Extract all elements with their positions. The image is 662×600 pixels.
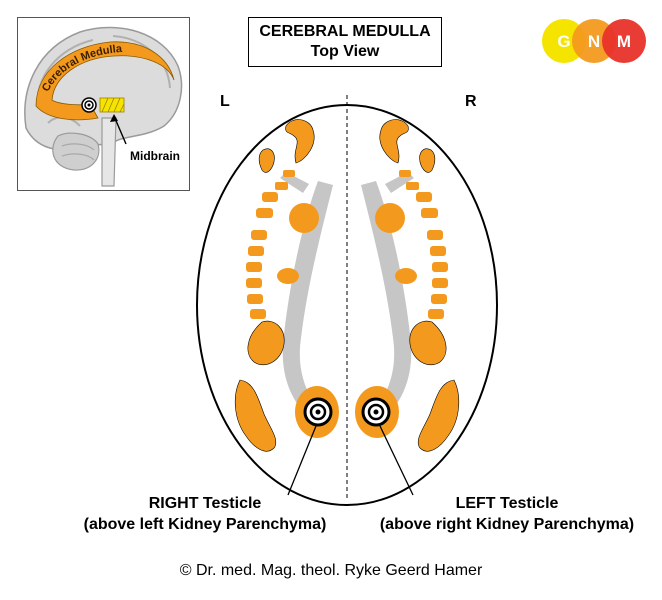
caption-right-testicle: RIGHT Testicle (above left Kidney Parenc… xyxy=(55,493,355,535)
logo-letter-n: N xyxy=(588,32,600,51)
right-testicle-target-icon xyxy=(303,397,333,427)
caption-right-testicle-line-1: RIGHT Testicle xyxy=(148,495,262,512)
caption-right-testicle-line-2: (above left Kidney Parenchyma) xyxy=(83,516,327,533)
sagittal-brain-illustration: Cerebral Medulla Midbrain xyxy=(24,26,183,187)
left-side-label: L xyxy=(220,93,230,110)
caption-left-testicle: LEFT Testicle (above right Kidney Parenc… xyxy=(352,493,662,535)
logo-letter-g: G xyxy=(557,32,570,51)
title-box: CEREBRAL MEDULLA Top View xyxy=(248,17,442,67)
right-side-label: R xyxy=(465,93,477,110)
logo-letter-m: M xyxy=(617,32,631,51)
title-line-1: CEREBRAL MEDULLA xyxy=(259,23,431,40)
caption-left-testicle-line-2: (above right Kidney Parenchyma) xyxy=(379,516,635,533)
caption-left-testicle-line-1: LEFT Testicle xyxy=(455,495,559,512)
midbrain-label: Midbrain xyxy=(130,149,180,163)
brain-inset-panel: Cerebral Medulla Midbrain xyxy=(17,17,190,191)
logo-circle-m xyxy=(602,19,646,63)
left-testicle-target-icon xyxy=(361,397,391,427)
gnm-logo: G N M xyxy=(542,19,646,63)
leader-line-right-testicle xyxy=(287,425,317,496)
leader-line-left-testicle xyxy=(379,425,414,496)
title-line-2: Top View xyxy=(310,43,380,60)
copyright-notice: © Dr. med. Mag. theol. Ryke Geerd Hamer xyxy=(179,562,483,579)
